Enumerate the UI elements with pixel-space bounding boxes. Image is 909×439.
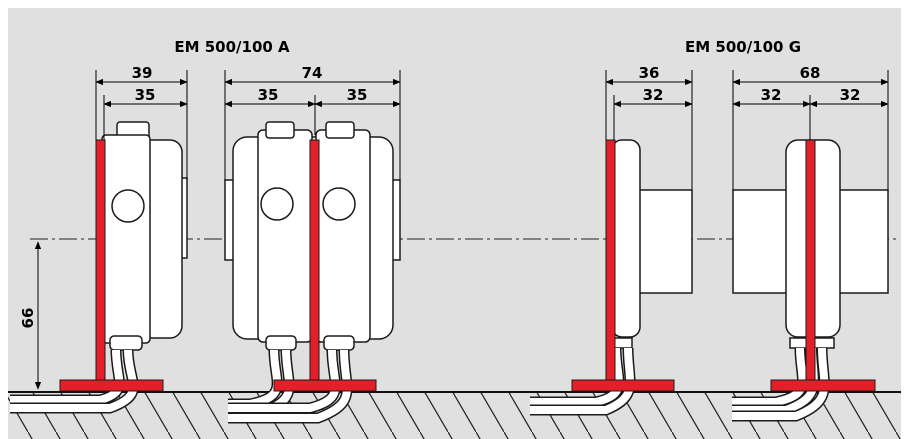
dim-g-single-outer: 36 [639,64,660,82]
dim-g-double-total: 68 [800,64,821,82]
dim-g-single-inner: 32 [643,86,664,104]
dim-a-double-left: 35 [258,86,279,104]
title-em-500-100-g: EM 500/100 G [685,38,801,56]
height-dimension: 66 [19,241,42,390]
em-a-single-unit [10,121,188,414]
em-a-double-bracket [273,139,377,392]
dim-a-single-inner: 35 [135,86,156,104]
height-dimension-label: 66 [19,308,37,329]
title-em-500-100-a: EM 500/100 A [174,38,290,56]
dim-g-double-left: 32 [761,86,782,104]
em-g-single-bracket [571,139,675,392]
dim-a-single-outer: 39 [132,64,153,82]
dim-a-double-right: 35 [347,86,368,104]
dim-a-double-total: 74 [302,64,323,82]
dimension-lines [95,70,889,190]
dim-g-double-right: 32 [840,86,861,104]
em-a-single-bracket [59,139,164,392]
